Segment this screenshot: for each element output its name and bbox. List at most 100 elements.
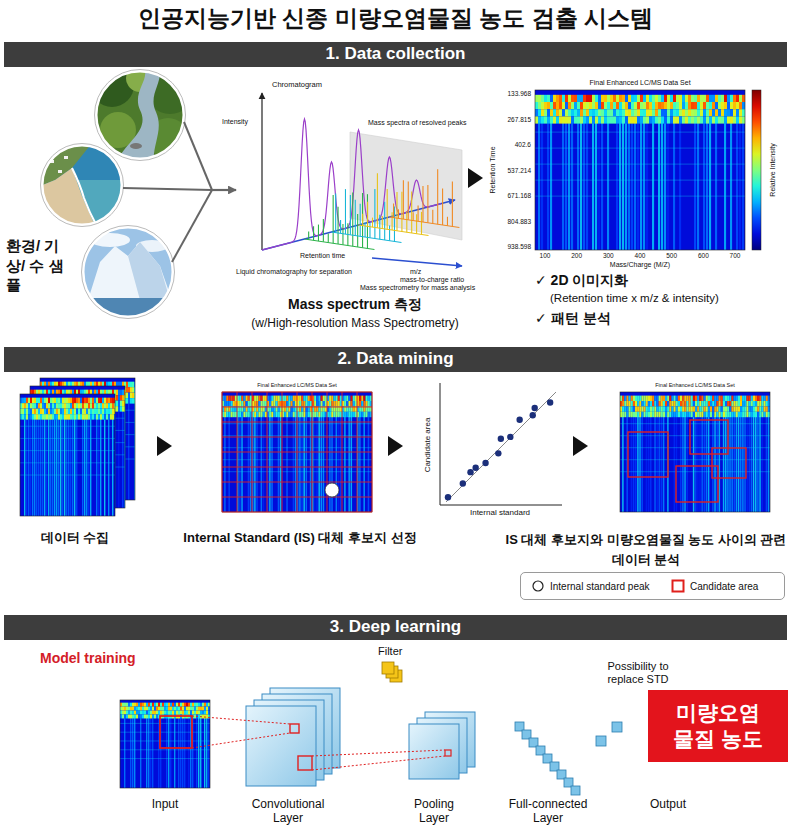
heatmap-cell	[321, 396, 323, 401]
heatmap-streak	[88, 418, 89, 516]
heatmap-cell	[633, 412, 635, 417]
heatmap-cell	[682, 109, 685, 116]
heatmap-cell	[28, 403, 30, 408]
heatmap-streak	[568, 122, 570, 250]
heatmap-cell	[276, 396, 278, 401]
heatmap-streak	[724, 122, 726, 250]
heatmap-cell	[122, 707, 124, 711]
heatmap-cell	[631, 102, 634, 109]
heatmap-streak	[742, 416, 744, 512]
heatmap-cell	[243, 396, 245, 401]
heatmap-cell	[729, 412, 731, 417]
heatmap-streak	[293, 416, 295, 512]
heatmap-cell	[749, 396, 751, 401]
heatmap-streak	[663, 416, 665, 512]
heatmap-cell	[656, 406, 658, 411]
heatmap-cell	[766, 412, 768, 417]
heatmap-cell	[727, 95, 730, 102]
internal-standard-peak	[325, 483, 339, 497]
heatmap-cell	[30, 403, 32, 408]
heatmap-cell	[633, 396, 635, 401]
heatmap-cell	[764, 401, 766, 406]
heatmap-cell	[26, 414, 28, 419]
heatmap-cell	[239, 412, 241, 417]
heatmap-cell	[104, 398, 106, 403]
heatmap-cell	[128, 703, 130, 707]
heatmap-cell	[40, 398, 42, 403]
heatmap-cell	[106, 403, 108, 408]
heatmap-cell	[724, 95, 727, 102]
heatmap-cell	[749, 412, 751, 417]
heatmap-cell	[634, 109, 637, 116]
spectrum-peak	[379, 215, 380, 240]
heatmap-streak	[82, 418, 83, 516]
heatmap-cell	[144, 703, 146, 707]
heatmap-cell	[76, 398, 78, 403]
spectrum-peak	[345, 189, 346, 234]
heatmap-cell	[601, 102, 604, 109]
heatmap-cell	[286, 401, 288, 406]
heatmap-cell	[154, 711, 156, 715]
heatmap-streak	[271, 416, 273, 512]
heatmap-cell	[716, 406, 718, 411]
heatmap-cell	[682, 406, 684, 411]
heatmap-cell	[74, 398, 76, 403]
heatmap-cell	[361, 401, 363, 406]
heatmap-cell	[654, 406, 656, 411]
heatmap-streak	[766, 416, 768, 512]
spectrum-peak	[362, 193, 363, 248]
heatmap-cell	[556, 102, 559, 109]
heatmap-band	[20, 426, 115, 427]
heatmap-cell	[559, 116, 562, 123]
heatmap-cell	[694, 116, 697, 123]
heatmap-streak	[180, 718, 181, 788]
heatmap-cell	[314, 396, 316, 401]
heatmap-streak	[24, 418, 25, 516]
heatmap-streak	[742, 122, 744, 250]
heatmap-cell	[565, 95, 568, 102]
heatmap-cell	[231, 412, 233, 417]
heatmap-cell	[228, 412, 230, 417]
heatmap-cell	[744, 406, 746, 411]
heatmap-cell	[670, 116, 673, 123]
heatmap-cell	[28, 414, 30, 419]
heatmap-cell	[751, 396, 753, 401]
heatmap-cell	[676, 396, 678, 401]
heatmap-streak	[729, 416, 731, 512]
heatmap-cell	[622, 102, 625, 109]
heatmap-cell	[241, 412, 243, 417]
heatmap-cell	[86, 398, 88, 403]
heatmap-cell	[695, 401, 697, 406]
heatmap-cell	[667, 412, 669, 417]
heatmap-streak	[112, 418, 113, 516]
heatmap-cell	[318, 396, 320, 401]
heatmap-cell	[258, 412, 260, 417]
heatmap-cell	[130, 393, 132, 398]
heatmap-cell	[366, 396, 368, 401]
scatter-point	[467, 469, 473, 475]
heatmap-cell	[256, 401, 258, 406]
heatmap-cell	[727, 396, 729, 401]
heatmap-cell	[52, 414, 54, 419]
heatmap-cell	[764, 412, 766, 417]
heatmap-cell	[714, 401, 716, 406]
heatmap-streak	[70, 418, 71, 516]
spectrum-peak	[372, 218, 373, 228]
heatmap-cell	[640, 102, 643, 109]
heatmap-cell	[38, 403, 40, 408]
heatmap-streak	[643, 122, 645, 250]
heatmap-cell	[308, 401, 310, 406]
heatmap-streak	[625, 122, 627, 250]
heatmap-streak	[303, 416, 305, 512]
heatmap-cell	[156, 703, 158, 707]
heatmap-cell	[759, 396, 761, 401]
heatmap-frame	[20, 394, 115, 516]
heatmap-cell	[38, 409, 40, 414]
heatmap-cell	[664, 95, 667, 102]
heatmap-cell	[166, 703, 168, 707]
heatmap-cell	[682, 102, 685, 109]
heatmap-cell	[323, 401, 325, 406]
heatmap-cell	[571, 95, 574, 102]
heatmap-cell	[34, 403, 36, 408]
heatmap-cell	[160, 707, 162, 711]
